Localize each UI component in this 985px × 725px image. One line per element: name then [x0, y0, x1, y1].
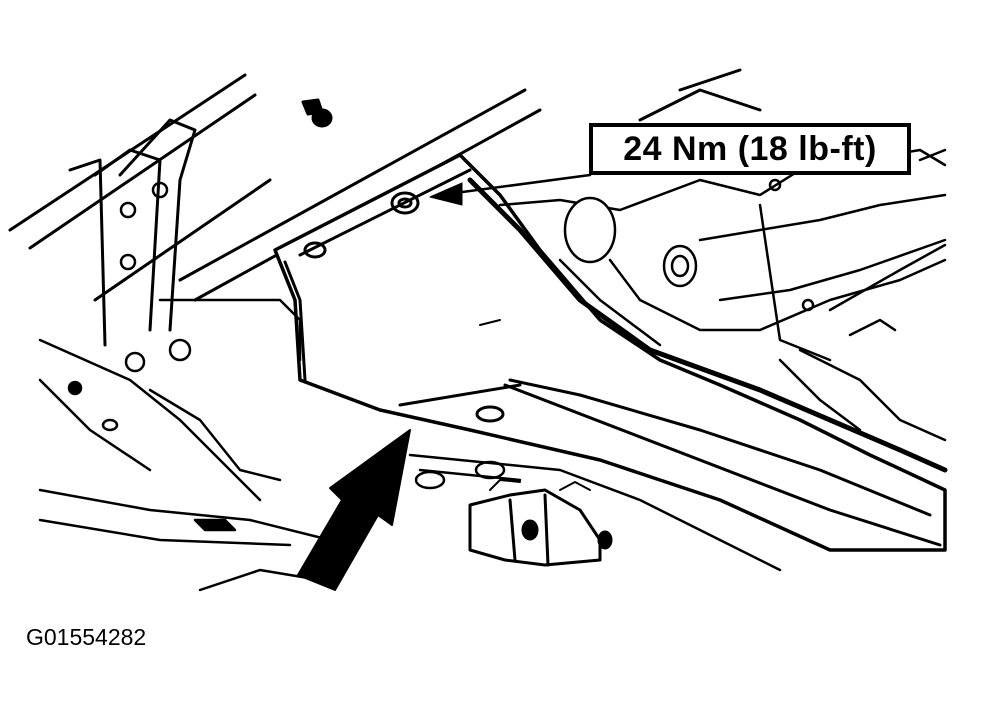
skid-plate [273, 153, 948, 552]
torque-callout: 24 Nm (18 lb-ft) [589, 123, 911, 175]
callout-leader [429, 173, 592, 206]
mount-bracket [468, 479, 613, 567]
crossmember [38, 298, 782, 592]
loose-bolt [301, 98, 333, 128]
figure-id: G01554282 [26, 624, 147, 650]
bracket-bolts [67, 181, 192, 396]
direction-arrow [297, 429, 411, 591]
frame-rail [8, 73, 272, 347]
